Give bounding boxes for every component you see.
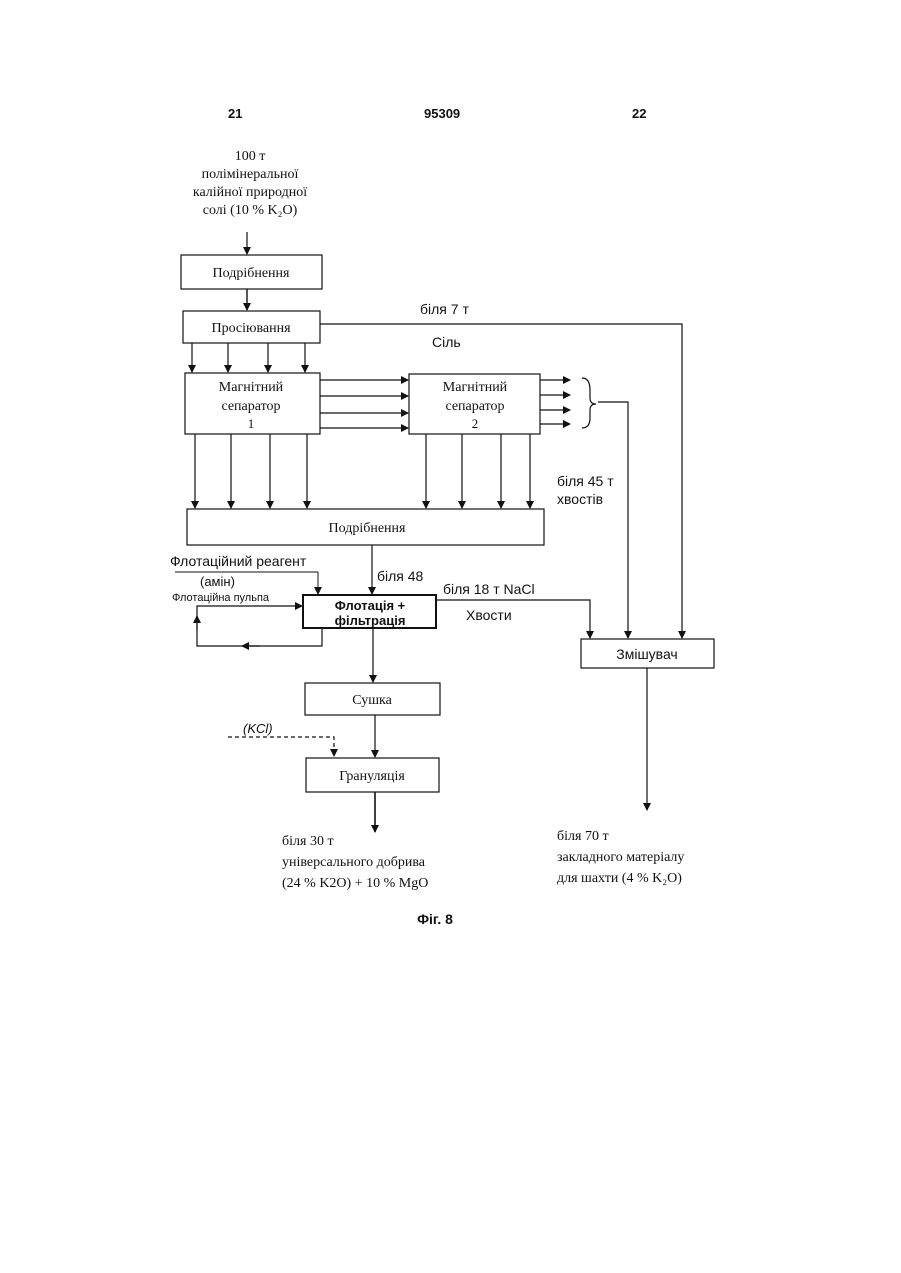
amine-label: (амін)	[200, 574, 235, 589]
brace-to-mixer-line	[598, 402, 628, 638]
separator-1-number: 1	[248, 416, 255, 431]
flotation-label-1: Флотація +	[335, 598, 406, 613]
sieving-block-label: Просіювання	[211, 321, 291, 336]
bilia-18t-nacl-label: біля 18 т NaCl	[443, 581, 535, 597]
input-material-label: полімінеральної	[202, 167, 299, 182]
tails-label: Хвости	[466, 607, 512, 623]
flotation-reagent-label: Флотаційний реагент	[170, 553, 307, 569]
figure-caption: Фіг. 8	[417, 911, 453, 927]
nacl-tails-line	[436, 600, 590, 638]
kcl-label: (KCl)	[243, 721, 273, 736]
fertilizer-composition-label: (24 % K2O) + 10 % MgO	[282, 876, 428, 891]
separator-1-label-1: Магнітний	[219, 380, 284, 395]
granulation-block-label: Грануляція	[339, 769, 405, 784]
tails-45t-label: хвостів	[557, 491, 603, 507]
bilia-7t-label: біля 7 т	[420, 301, 469, 317]
separator-2-label-2: сепаратор	[445, 399, 504, 414]
salt-label: Сіль	[432, 334, 461, 350]
separator-2-label-1: Магнітний	[443, 380, 508, 395]
crushing-block-1-label: Подрібнення	[213, 266, 291, 281]
input-material-label-2: калійної природної	[193, 185, 307, 200]
input-material-label-3: солі (10 % K₂O)	[203, 203, 298, 218]
mixer-label: Змішувач	[616, 646, 677, 662]
kcl-dashed-line	[228, 737, 334, 756]
drying-block-label: Сушка	[352, 693, 392, 708]
separator-1-label-2: сепаратор	[221, 399, 280, 414]
bilia-48-label: біля 48	[377, 568, 424, 584]
input-quantity-label: 100 т	[235, 149, 266, 164]
crushing-block-2-label: Подрібнення	[329, 521, 407, 536]
separator-2-number: 2	[472, 416, 479, 431]
backfill-usage-label: для шахти (4 % K₂O)	[557, 871, 682, 886]
backfill-quantity-label: біля 70 т	[557, 829, 609, 844]
output-brace	[582, 378, 596, 428]
fertilizer-name-label: універсального добрива	[282, 855, 426, 870]
backfill-name-label: закладного матеріалу	[557, 850, 684, 865]
fertilizer-quantity-label: біля 30 т	[282, 834, 334, 849]
flotation-pulp-label: Флотаційна пульпа	[172, 592, 270, 604]
bilia-45t-label: біля 45 т	[557, 473, 614, 489]
flotation-label-2: фільтрація	[335, 613, 406, 628]
